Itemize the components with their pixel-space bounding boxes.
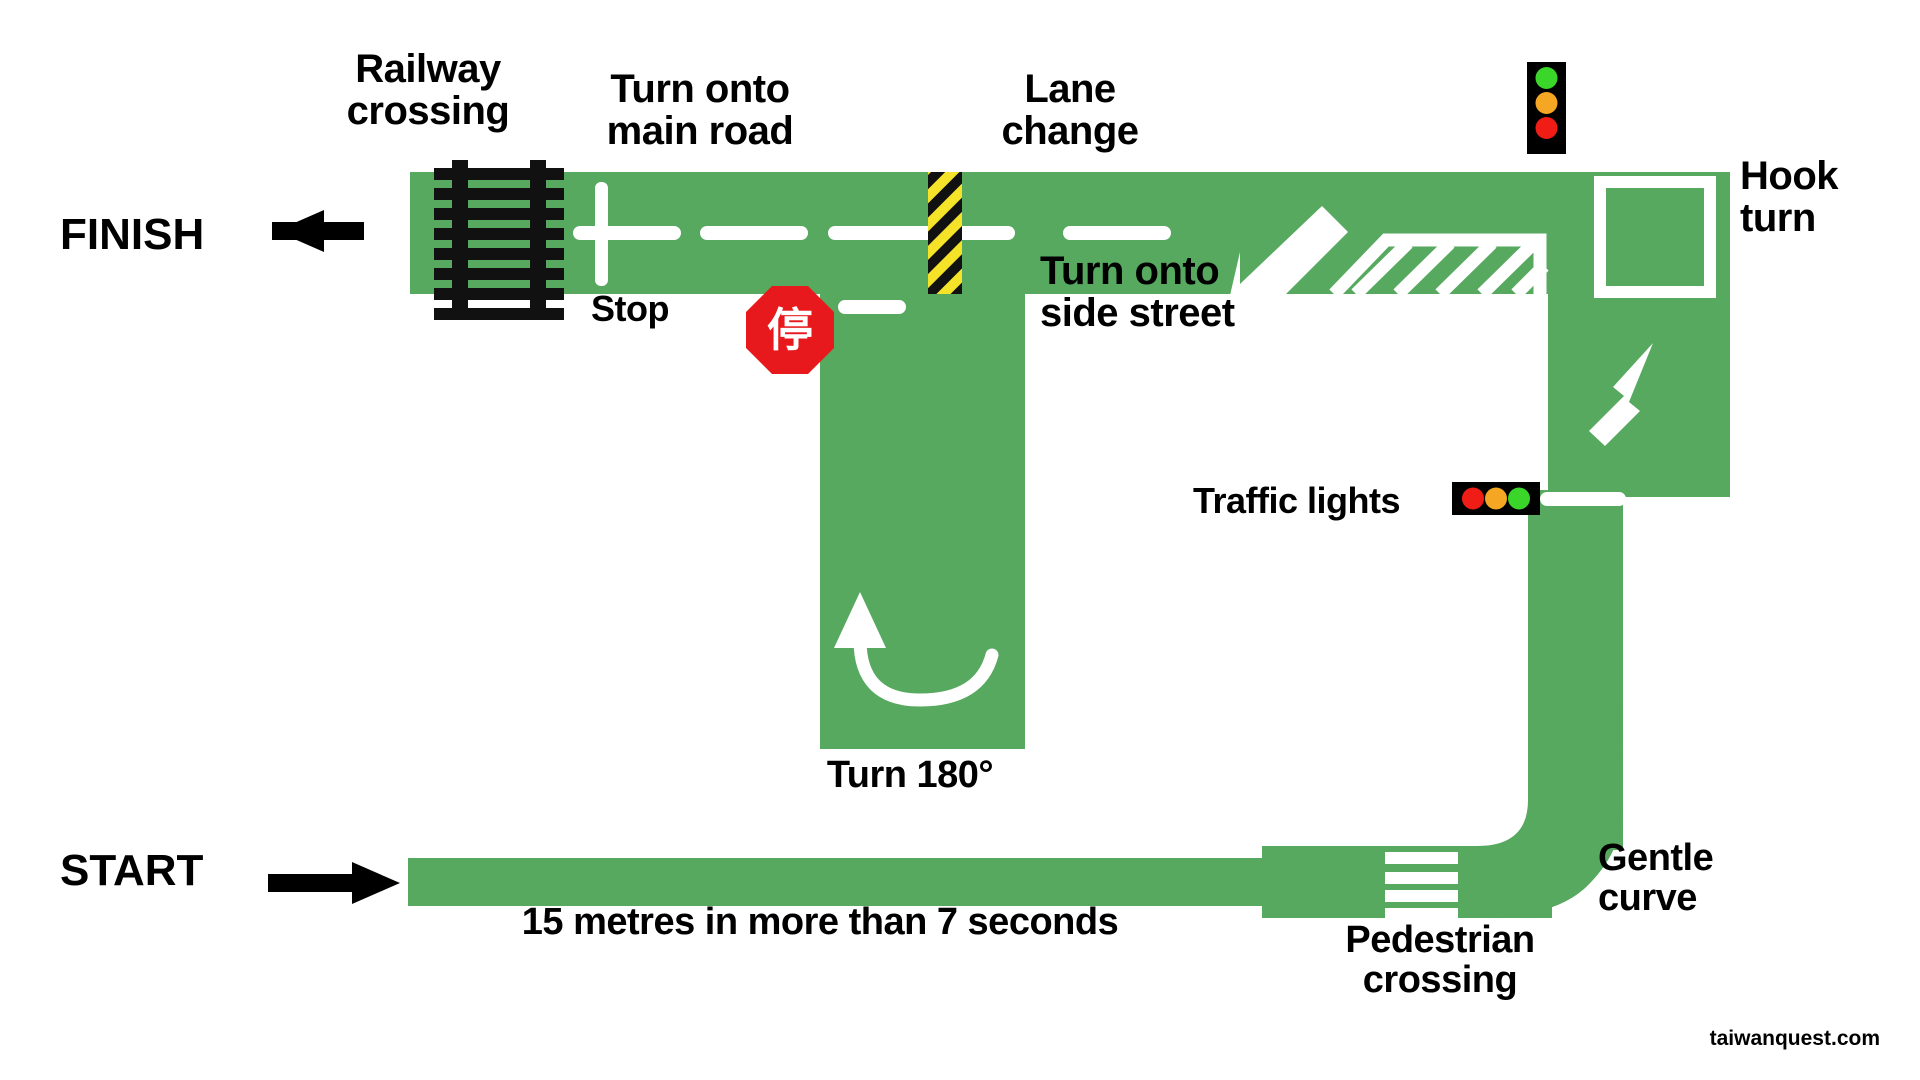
traffic-light-vertical-icon	[1527, 62, 1566, 154]
traffic-light-horizontal-icon	[1452, 482, 1540, 515]
lane-markings	[455, 182, 1626, 506]
label-start: START	[60, 846, 204, 895]
label-railway-crossing: Railway crossing	[346, 47, 510, 134]
pedestrian-crossing-icon	[1385, 852, 1458, 919]
finish-arrow-icon	[272, 210, 364, 252]
label-stop: Stop	[591, 288, 669, 329]
label-turn-onto-main-road: Turn onto main road	[606, 67, 794, 154]
svg-text:停: 停	[767, 303, 813, 357]
label-hook-turn: Hook turn	[1740, 154, 1839, 241]
railway-crossing-icon	[434, 160, 564, 320]
label-turn-onto-side-street: Turn onto side street	[1040, 249, 1235, 336]
label-lane-change: Lane change	[1001, 67, 1139, 154]
chevron-hatch-marking	[1329, 233, 1549, 299]
label-traffic-lights: Traffic lights	[1192, 480, 1401, 521]
hook-turn-arrow-icon	[1589, 343, 1653, 446]
label-distance-rule: 15 metres in more than 7 seconds	[521, 901, 1119, 943]
stop-sign-icon: 停	[746, 286, 834, 374]
hook-turn-box-icon	[1594, 176, 1716, 298]
label-gentle-curve: Gentle curve	[1598, 837, 1714, 920]
start-arrow-icon	[268, 862, 400, 904]
u-turn-arrow-icon	[834, 592, 999, 707]
lane-change-arrow-icon	[1222, 206, 1348, 330]
label-turn-180: Turn 180°	[826, 754, 994, 796]
yellow-hatch-marking	[928, 172, 962, 294]
label-finish: FINISH	[60, 210, 205, 259]
label-pedestrian-crossing: Pedestrian crossing	[1345, 919, 1535, 1002]
watermark: taiwanquest.com	[1709, 1027, 1880, 1050]
